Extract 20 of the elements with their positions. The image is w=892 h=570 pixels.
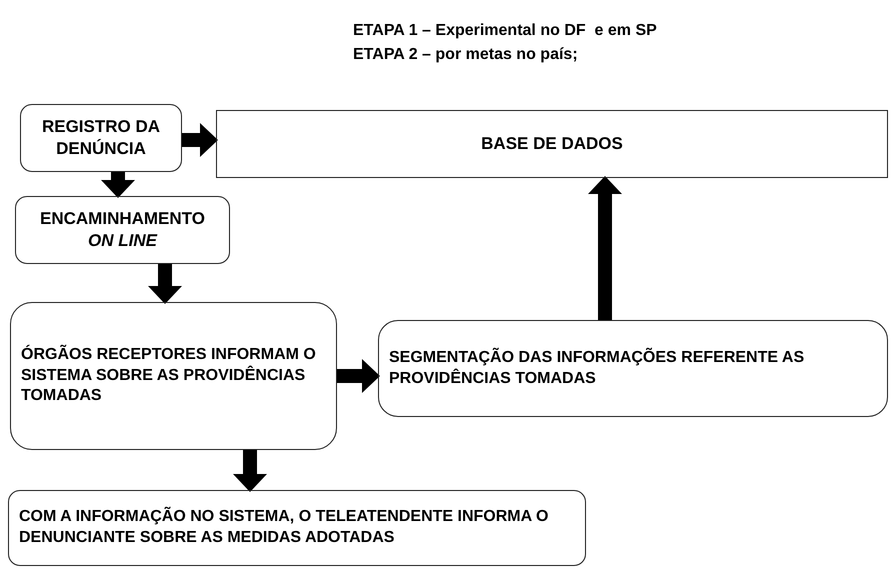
box-text: ENCAMINHAMENTO ON LINE [39, 208, 206, 252]
stage-note: ETAPA 1 – Experimental no DF e em SP [353, 22, 657, 40]
block-arrow [233, 450, 267, 492]
process-box [10, 302, 337, 450]
box-text: REGISTRO DA DENÚNCIA [40, 116, 162, 160]
block-arrow [588, 176, 622, 320]
process-box [216, 110, 888, 178]
box-text: SEGMENTAÇÃO DAS INFORMAÇÕES REFERENTE AS PROVIDÊNCIAS TOMADAS [389, 348, 806, 388]
stage-note: ETAPA 2 – por metas no país; [353, 46, 578, 64]
box-text: ÓRGÃOS RECEPTORES INFORMAM O SISTEMA SOBRE AS PROVIDÊNCIAS TOMADAS [21, 344, 317, 406]
box-text: BASE DE DADOS [481, 132, 623, 155]
process-box [8, 490, 586, 566]
box-text: COM A INFORMAÇÃO NO SISTEMA, O TELEATENDENTE INFORMA O DENUNCIANTE SOBRE AS MEDIDAS ADOTADAS [19, 507, 550, 548]
process-box [20, 104, 182, 172]
process-box [15, 196, 230, 264]
process-box [378, 320, 888, 417]
block-arrow [101, 172, 135, 198]
block-arrow [337, 359, 380, 393]
block-arrow [182, 123, 218, 157]
block-arrow [148, 264, 182, 304]
